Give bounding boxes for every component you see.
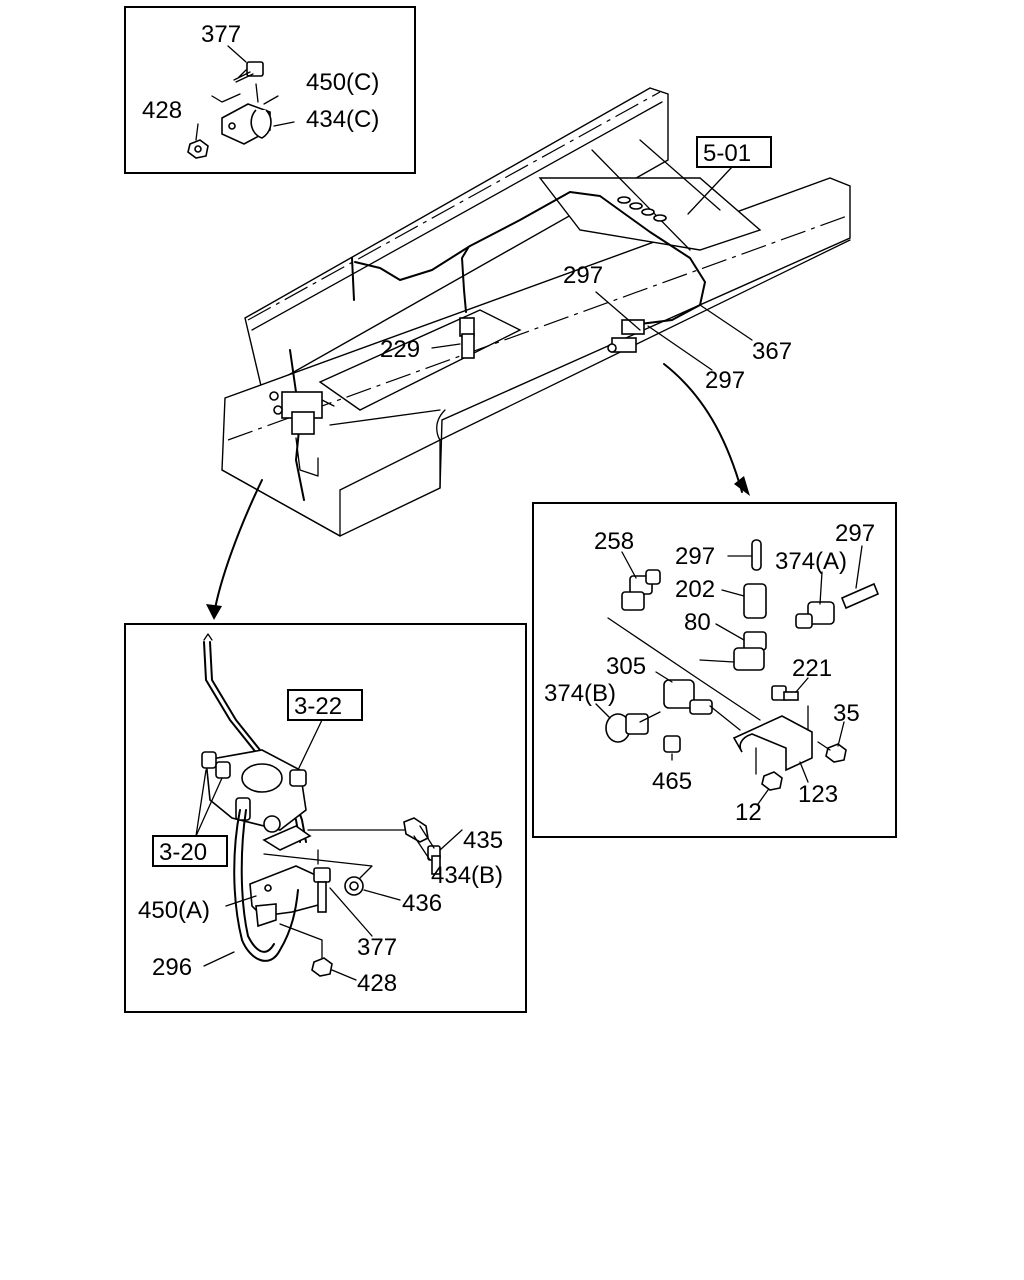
label-297-top: 297 bbox=[563, 262, 603, 289]
label-35: 35 bbox=[833, 700, 860, 727]
label-297-bottom: 297 bbox=[705, 367, 745, 394]
detail-arrow-right bbox=[663, 363, 743, 493]
label-428: 428 bbox=[142, 97, 182, 124]
label-123: 123 bbox=[798, 781, 838, 808]
label-435: 435 bbox=[463, 827, 503, 854]
inset-a-frame bbox=[124, 623, 527, 1013]
label-450c: 450(C) bbox=[306, 69, 379, 96]
mounting-holes bbox=[617, 196, 667, 222]
label-12: 12 bbox=[735, 799, 762, 826]
label-465: 465 bbox=[652, 768, 692, 795]
label-297-right: 297 bbox=[835, 520, 875, 547]
label-377: 377 bbox=[201, 21, 241, 48]
label-374b: 374(B) bbox=[544, 680, 616, 707]
chassis-frame-view bbox=[206, 87, 851, 620]
label-3-22: 3-22 bbox=[294, 693, 342, 720]
bracket-450a-icon bbox=[249, 825, 323, 928]
label-297-left: 297 bbox=[675, 543, 715, 570]
ref-box-5-01 bbox=[696, 136, 772, 168]
inset-a: 3-22 3-20 435 434(B) 436 450(A) 377 296 … bbox=[124, 623, 527, 1013]
valve-assembly-small bbox=[269, 391, 335, 477]
nut-428-icon bbox=[187, 139, 209, 159]
label-229: 229 bbox=[380, 336, 420, 363]
label-374a: 374(A) bbox=[775, 548, 847, 575]
bolt-377-lower-icon bbox=[313, 867, 331, 913]
clamp-450c-icon bbox=[221, 83, 272, 145]
relay-valve-icon bbox=[201, 749, 307, 833]
cross-305-icon bbox=[663, 679, 713, 715]
union-374a-icon bbox=[795, 601, 835, 629]
plug-465-icon bbox=[663, 735, 681, 753]
label-367: 367 bbox=[752, 338, 792, 365]
nut-12-icon bbox=[761, 771, 783, 791]
hose-296 bbox=[233, 809, 299, 962]
tee-80-icon bbox=[733, 631, 767, 671]
part-297-bracket bbox=[607, 319, 645, 353]
ref-box-3-22 bbox=[287, 689, 363, 721]
label-450a: 450(A) bbox=[138, 897, 210, 924]
bracket-123-icon bbox=[732, 715, 813, 772]
pipe-297-icon bbox=[751, 539, 762, 571]
label-296: 296 bbox=[152, 954, 192, 981]
label-202: 202 bbox=[675, 576, 715, 603]
part-229-fitting bbox=[459, 317, 475, 359]
label-5-01: 5-01 bbox=[703, 140, 751, 167]
inset-c: 377 450(C) 428 434(C) bbox=[124, 6, 416, 174]
label-436: 436 bbox=[402, 890, 442, 917]
ref-box-3-20 bbox=[152, 835, 228, 867]
detail-arrow-left bbox=[213, 479, 263, 615]
inset-b: 258 297 297 374(A) 202 80 305 221 374(B)… bbox=[532, 502, 897, 838]
label-221: 221 bbox=[792, 655, 832, 682]
label-3-20: 3-20 bbox=[159, 839, 207, 866]
brake-pipe bbox=[354, 191, 706, 325]
label-434b: 434(B) bbox=[431, 862, 503, 889]
label-377-lower: 377 bbox=[357, 934, 397, 961]
bolt-377-icon bbox=[233, 61, 264, 83]
label-434c: 434(C) bbox=[306, 106, 379, 133]
union-374b-icon bbox=[605, 713, 649, 743]
main-callouts: 5-01 297 229 367 297 bbox=[380, 136, 792, 394]
label-258: 258 bbox=[594, 528, 634, 555]
fitting-258-icon bbox=[621, 569, 661, 611]
nut-428-lower-icon bbox=[311, 957, 333, 977]
pipe-297-diag-icon bbox=[840, 582, 880, 610]
frame-rail-upper bbox=[244, 87, 669, 392]
label-305: 305 bbox=[606, 653, 646, 680]
label-80: 80 bbox=[684, 609, 711, 636]
inset-c-frame bbox=[124, 6, 416, 174]
inset-b-frame bbox=[532, 502, 897, 838]
sleeve-202-icon bbox=[743, 583, 767, 619]
bolt-221-icon bbox=[771, 685, 799, 701]
bolt-435-icon bbox=[427, 845, 441, 875]
label-428-lower: 428 bbox=[357, 970, 397, 997]
